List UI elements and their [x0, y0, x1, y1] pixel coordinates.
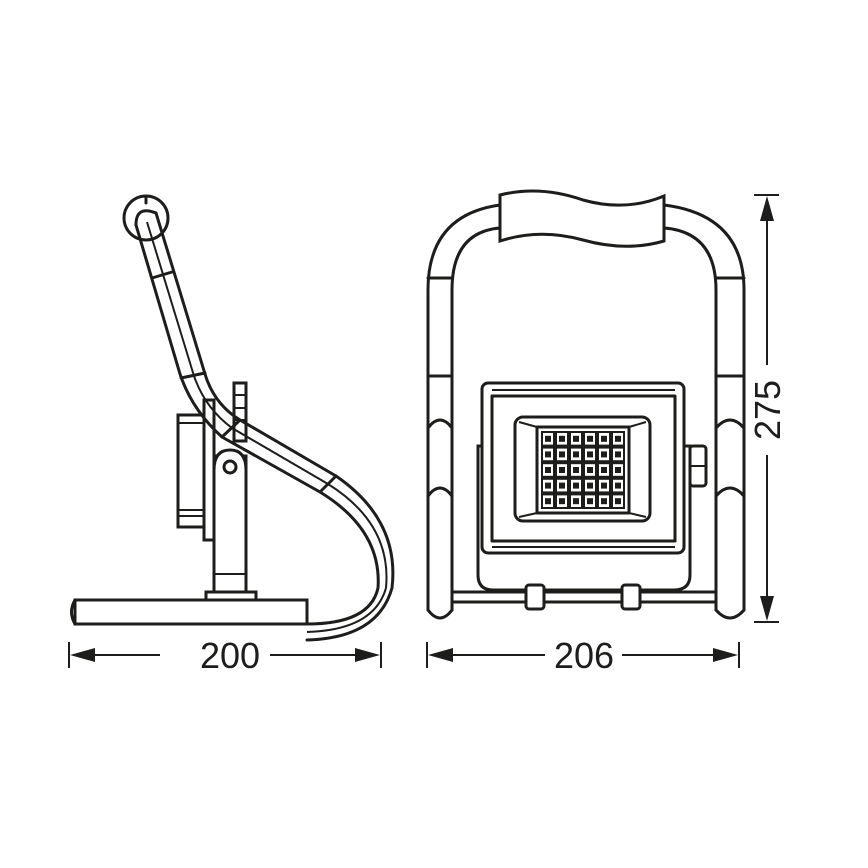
dimension-front-width: 206 — [426, 635, 740, 676]
support-post — [204, 448, 258, 602]
led-chip — [615, 467, 621, 473]
led-array — [541, 431, 625, 509]
led-chip — [601, 467, 607, 473]
handle-tube — [122, 194, 395, 642]
front-view: 206 275 — [426, 189, 788, 676]
led-chip — [559, 482, 565, 489]
dimension-side-width: 200 — [68, 635, 382, 676]
dimension-label-275: 275 — [747, 380, 788, 440]
led-chip — [545, 498, 551, 505]
padded-grip — [498, 189, 666, 248]
led-chip — [587, 435, 593, 442]
led-chip — [615, 482, 621, 489]
led-chip — [573, 451, 579, 458]
led-chip — [601, 451, 607, 458]
lamp-housing-front — [476, 381, 708, 611]
led-chip — [601, 435, 607, 442]
led-chip — [545, 482, 551, 489]
dimension-height: 275 — [747, 194, 788, 623]
dimension-label-206: 206 — [554, 635, 614, 676]
base-foot-tube — [70, 598, 309, 626]
led-chip — [587, 467, 593, 473]
led-chip — [615, 498, 621, 505]
led-chip — [573, 498, 579, 505]
led-chip — [545, 451, 551, 458]
lamp-body-side — [176, 381, 248, 542]
led-chip — [559, 451, 565, 458]
led-chip — [587, 451, 593, 458]
led-chip — [587, 498, 593, 505]
led-chip — [559, 498, 565, 505]
dimension-label-200: 200 — [200, 635, 260, 676]
led-chip — [559, 467, 565, 473]
side-view: 200 — [68, 194, 395, 676]
led-chip — [559, 435, 565, 442]
led-chip — [573, 482, 579, 489]
u-frame — [426, 203, 746, 620]
led-chip — [545, 435, 551, 442]
led-chip — [601, 482, 607, 489]
led-chip — [601, 498, 607, 505]
led-chip — [587, 482, 593, 489]
led-chip — [545, 467, 551, 473]
led-chip — [573, 467, 579, 473]
led-chip — [615, 451, 621, 458]
led-chip — [615, 435, 621, 442]
led-chip — [573, 435, 579, 442]
